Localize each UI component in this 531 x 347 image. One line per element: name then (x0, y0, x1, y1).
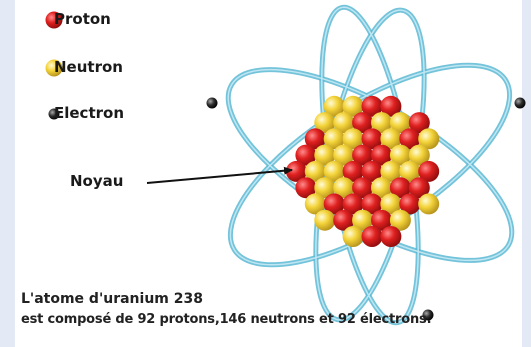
nucleus-proton (285, 160, 307, 182)
nucleus-neutron (389, 209, 411, 231)
nucleus-arrow (146, 166, 293, 184)
nucleus-neutron (304, 193, 326, 215)
nucleus-proton (352, 144, 374, 166)
nucleus-proton (295, 177, 317, 199)
nucleus-neutron (399, 160, 421, 182)
nucleus-proton (380, 95, 402, 117)
nucleus-proton (399, 193, 421, 215)
nucleus-neutron (371, 112, 392, 134)
nucleus-neutron (418, 128, 440, 150)
nucleus-neutron (380, 193, 402, 215)
nucleus-proton (352, 112, 374, 134)
nucleus-neutron (333, 177, 355, 199)
nucleus-proton (342, 193, 364, 215)
nucleus-proton (361, 95, 383, 117)
nucleus-neutron (323, 95, 345, 117)
right-frame-border (522, 0, 531, 347)
legend-icons (45, 11, 63, 120)
nucleus-neutron (380, 160, 402, 182)
nucleus-neutron (323, 128, 345, 150)
nucleus-neutron (389, 112, 411, 134)
electrons (206, 97, 526, 321)
nucleus (285, 95, 440, 247)
nucleus-neutron (314, 144, 336, 166)
nucleus-neutron (333, 112, 355, 134)
nucleus-neutron (304, 160, 326, 182)
nucleus-neutron (408, 144, 430, 166)
nucleus-neutron (342, 226, 364, 247)
nucleus-neutron (371, 177, 392, 199)
nucleus-proton (418, 160, 440, 182)
nucleus-neutron (342, 128, 364, 150)
caption-line-2: est composé de 92 protons,146 neutrons e… (21, 312, 432, 327)
nucleus-neutron (314, 112, 336, 134)
legend-electron: Electron (42, 104, 124, 122)
nucleus-label: Noyau (70, 172, 124, 190)
nucleus-neutron (323, 160, 345, 182)
caption-line-1: L'atome d'uranium 238 (21, 291, 203, 307)
nucleus-proton (304, 128, 326, 150)
left-frame-border (0, 0, 15, 347)
nucleus-neutron (389, 144, 411, 166)
nucleus-neutron (342, 95, 364, 117)
nucleus-neutron (333, 144, 355, 166)
nucleus-neutron (352, 209, 374, 231)
nucleus-proton (361, 128, 383, 150)
black-sphere-icon (48, 108, 60, 120)
electron (206, 97, 218, 109)
nucleus-proton (408, 112, 430, 134)
red-sphere-icon (45, 11, 63, 29)
electron (422, 309, 434, 321)
nucleus-proton (323, 193, 345, 215)
nucleus-neutron (314, 177, 336, 199)
legend-label-neutron: Neutron (54, 58, 123, 76)
nucleus-proton (361, 160, 383, 182)
nucleus-proton (342, 160, 364, 182)
nucleus-neutron (314, 209, 336, 231)
nucleus-proton (380, 226, 402, 247)
electron (514, 97, 526, 109)
nucleus-neutron (380, 128, 402, 150)
legend-proton: Proton (42, 10, 111, 28)
legend-neutron: Neutron (42, 58, 123, 76)
nucleus-proton (399, 128, 421, 150)
legend-label-proton: Proton (54, 10, 111, 28)
yellow-sphere-icon (45, 59, 63, 77)
nucleus-proton (361, 193, 383, 215)
nucleus-proton (352, 177, 374, 199)
legend-label-electron: Electron (54, 104, 125, 122)
nucleus-proton (408, 177, 430, 199)
nucleus-proton (371, 209, 392, 231)
nucleus-proton (361, 226, 383, 247)
nucleus-neutron (418, 193, 440, 215)
nucleus-proton (389, 177, 411, 199)
nucleus-proton (333, 209, 355, 231)
nucleus-proton (371, 144, 392, 166)
nucleus-proton (295, 144, 317, 166)
